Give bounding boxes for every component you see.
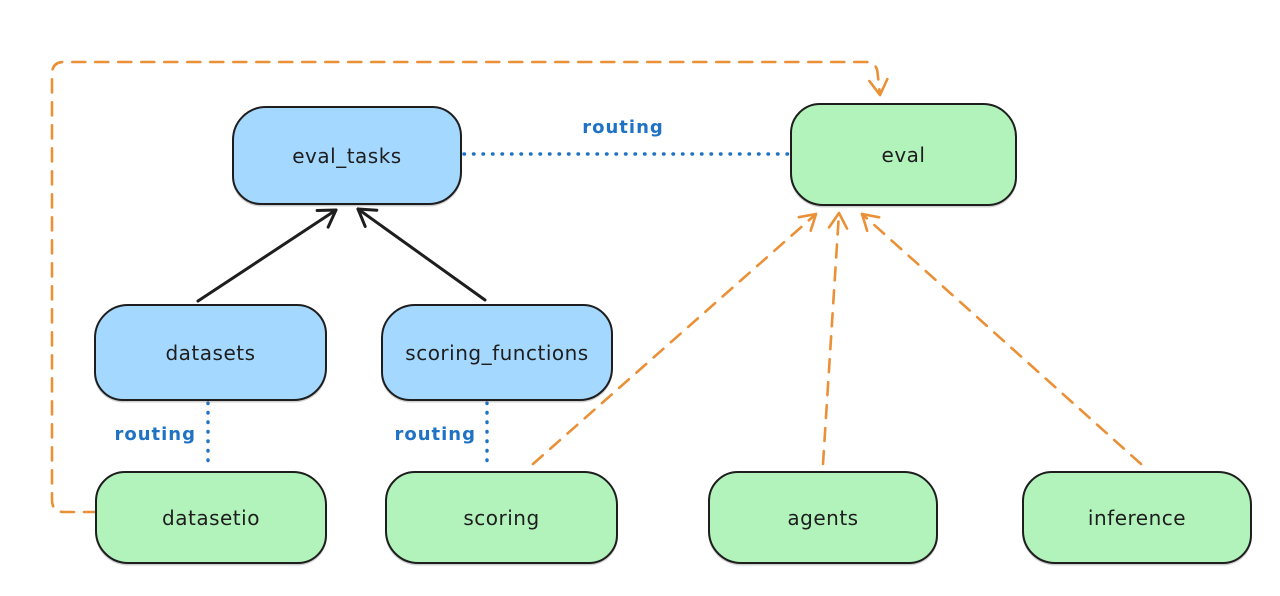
node-scoring-functions-label: scoring_functions: [405, 340, 589, 365]
edge-datasetio-to-eval: [50, 60, 889, 514]
node-scoring-functions[interactable]: scoring_functions: [381, 304, 613, 401]
edge-scoring-functions-to-eval-tasks: [356, 207, 487, 302]
node-eval-tasks[interactable]: eval_tasks: [232, 106, 462, 205]
edge-scoring-to-eval: [531, 212, 818, 466]
node-eval[interactable]: eval: [790, 103, 1017, 206]
node-scoring-label: scoring: [463, 505, 540, 530]
edge-agents-to-eval: [821, 211, 849, 466]
node-inference-label: inference: [1087, 505, 1187, 530]
routing-label-scoring-functions-scoring: routing: [394, 424, 476, 445]
node-datasetio[interactable]: datasetio: [95, 471, 327, 564]
routing-label-eval-tasks-eval: routing: [582, 117, 664, 138]
node-inference[interactable]: inference: [1022, 471, 1252, 564]
node-datasetio-label: datasetio: [162, 505, 260, 530]
node-agents-label: agents: [787, 505, 859, 530]
node-eval-label: eval: [881, 142, 926, 167]
edge-datasets-to-eval-tasks: [196, 208, 338, 303]
node-eval-tasks-label: eval_tasks: [292, 143, 402, 168]
routing-label-datasets-datasetio: routing: [114, 424, 196, 445]
node-datasets[interactable]: datasets: [94, 304, 327, 401]
node-agents[interactable]: agents: [708, 471, 938, 564]
node-datasets-label: datasets: [165, 340, 256, 365]
node-scoring[interactable]: scoring: [385, 471, 618, 564]
edge-inference-to-eval: [860, 212, 1143, 466]
